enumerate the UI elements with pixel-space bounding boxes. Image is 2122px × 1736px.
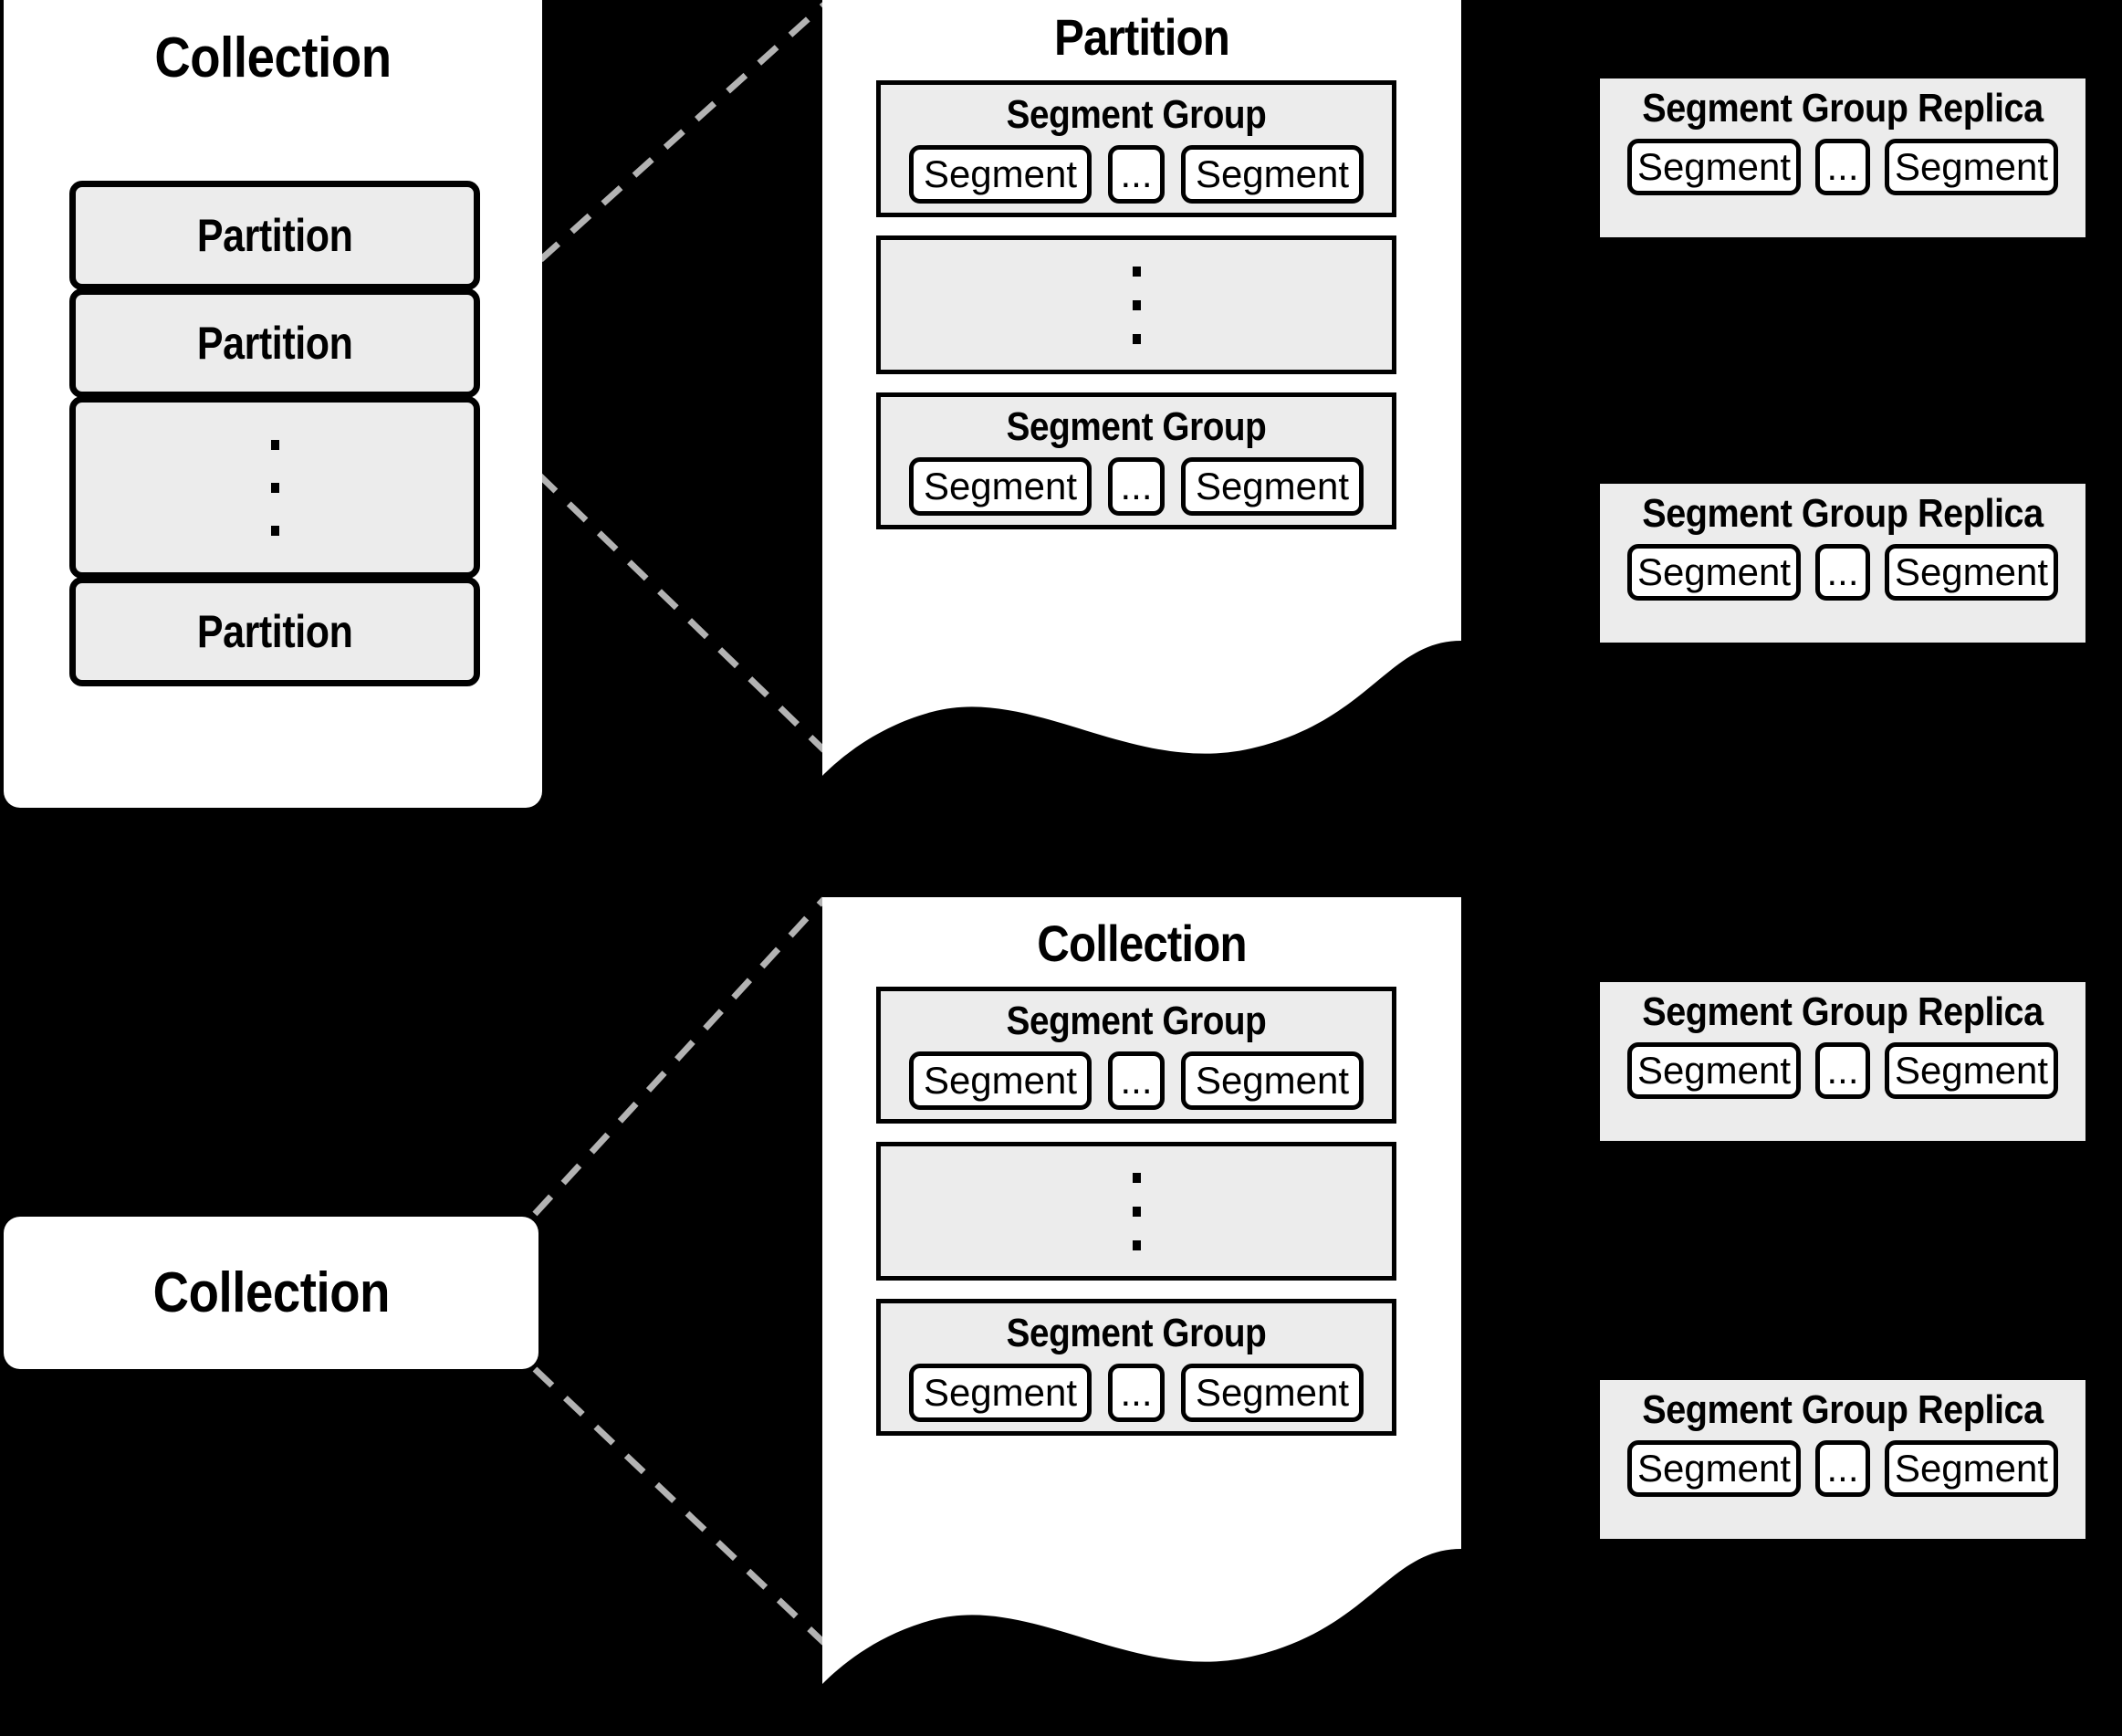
ellipsis-dot — [270, 525, 279, 536]
ellipsis-dot — [1132, 299, 1141, 310]
segment-group-replica-box[interactable]: Segment Group Replica Segment ... Segmen… — [1600, 484, 2085, 643]
partition-document-panel: Partition Segment Group Segment ... Segm… — [822, 0, 1461, 817]
ellipsis-dot — [1132, 333, 1141, 344]
segment-group-replica-title: Segment Group Replica — [1642, 86, 2044, 131]
partition-chip-label: Partition — [196, 606, 353, 657]
segment-box[interactable]: Segment — [1181, 1364, 1364, 1422]
segment-box[interactable]: Segment — [1627, 1440, 1801, 1497]
segment-box[interactable]: Segment — [1885, 1042, 2058, 1099]
segment-group-replica-box[interactable]: Segment Group Replica Segment ... Segmen… — [1600, 982, 2085, 1141]
ellipsis-dot — [270, 439, 279, 450]
segment-ellipsis-box: ... — [1815, 1042, 1870, 1099]
segment-box[interactable]: Segment — [1885, 1440, 2058, 1497]
ellipsis-dot — [1132, 266, 1141, 277]
segment-box[interactable]: Segment — [1181, 1051, 1364, 1110]
segment-box[interactable]: Segment — [1181, 457, 1364, 516]
ellipsis-dot — [1132, 1239, 1141, 1250]
partition-doc-title: Partition — [1054, 8, 1230, 66]
segment-group-title: Segment Group — [1006, 1311, 1267, 1355]
segment-group-replica-title: Segment Group Replica — [1642, 1387, 2044, 1432]
partition-chip-ellipsis — [69, 396, 480, 579]
connector-collection-bottom — [532, 1366, 827, 1646]
segment-group-box[interactable]: Segment Group Segment ... Segment — [876, 80, 1396, 217]
segment-group-box[interactable]: Segment Group Segment ... Segment — [876, 1299, 1396, 1436]
partition-chip-2[interactable]: Partition — [69, 288, 480, 398]
segment-group-title: Segment Group — [1006, 999, 1267, 1043]
top-collection-title: Collection — [154, 26, 392, 89]
partition-chip-3[interactable]: Partition — [69, 577, 480, 686]
segment-ellipsis-box: ... — [1815, 139, 1870, 195]
segment-group-title: Segment Group — [1006, 92, 1267, 137]
segment-group-box[interactable]: Segment Group Segment ... Segment — [876, 987, 1396, 1124]
collection-document-panel: Collection Segment Group Segment ... Seg… — [822, 897, 1461, 1736]
segment-ellipsis-box: ... — [1108, 457, 1165, 516]
segment-ellipsis-box: ... — [1108, 145, 1165, 204]
segment-box[interactable]: Segment — [909, 457, 1092, 516]
collection-doc-title: Collection — [1037, 915, 1247, 972]
segment-box[interactable]: Segment — [1627, 544, 1801, 601]
segment-box[interactable]: Segment — [909, 1364, 1092, 1422]
top-collection-card[interactable]: Collection Partition Partition Partition — [4, 0, 542, 808]
segment-box[interactable]: Segment — [1181, 145, 1364, 204]
partition-chip-1[interactable]: Partition — [69, 181, 480, 290]
connector-collection-top — [532, 896, 827, 1217]
partition-chip-label: Partition — [196, 210, 353, 261]
segment-group-ellipsis-box — [876, 235, 1396, 374]
segment-ellipsis-box: ... — [1108, 1051, 1165, 1110]
segment-box[interactable]: Segment — [1627, 1042, 1801, 1099]
bottom-collection-title: Collection — [152, 1261, 390, 1324]
ellipsis-dot — [270, 482, 279, 493]
ellipsis-dot — [1132, 1206, 1141, 1217]
segment-group-box[interactable]: Segment Group Segment ... Segment — [876, 392, 1396, 529]
segment-box[interactable]: Segment — [909, 145, 1092, 204]
segment-group-replica-box[interactable]: Segment Group Replica Segment ... Segmen… — [1600, 1380, 2085, 1539]
segment-ellipsis-box: ... — [1108, 1364, 1165, 1422]
segment-box[interactable]: Segment — [909, 1051, 1092, 1110]
partition-chip-label: Partition — [196, 318, 353, 369]
segment-group-replica-title: Segment Group Replica — [1642, 989, 2044, 1034]
segment-group-replica-box[interactable]: Segment Group Replica Segment ... Segmen… — [1600, 78, 2085, 237]
segment-ellipsis-box: ... — [1815, 1440, 1870, 1497]
bottom-collection-card[interactable]: Collection — [4, 1217, 538, 1369]
segment-group-ellipsis-box — [876, 1142, 1396, 1281]
segment-group-title: Segment Group — [1006, 404, 1267, 449]
ellipsis-dot — [1132, 1172, 1141, 1183]
segment-box[interactable]: Segment — [1885, 139, 2058, 195]
segment-group-replica-title: Segment Group Replica — [1642, 491, 2044, 536]
segment-box[interactable]: Segment — [1627, 139, 1801, 195]
segment-box[interactable]: Segment — [1885, 544, 2058, 601]
segment-ellipsis-box: ... — [1815, 544, 1870, 601]
